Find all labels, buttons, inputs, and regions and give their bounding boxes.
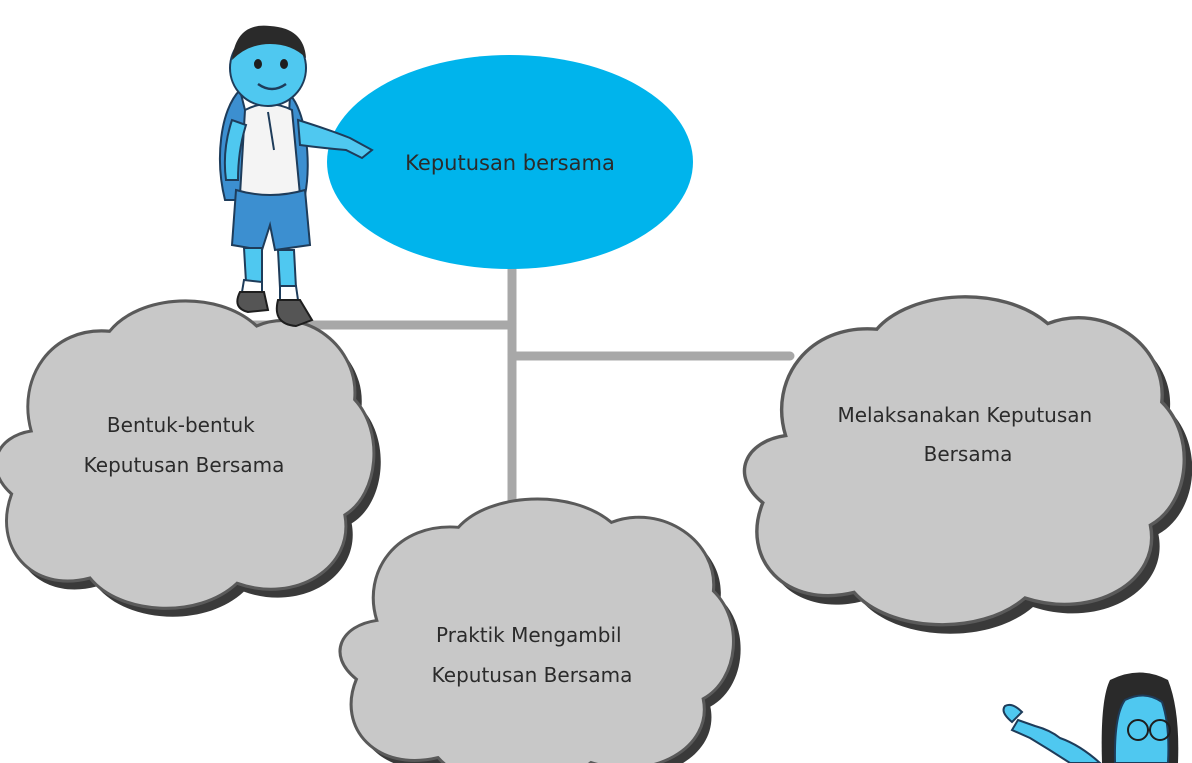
cloud-label-right-line-2: Bersama: [924, 442, 1013, 466]
cloud-label-right: Melaksanakan Keputusan Bersama: [837, 403, 1098, 466]
cloud-label-left: Bentuk-bentuk Keputusan Bersama: [84, 413, 285, 477]
cloud-label-middle-line-2: Keputusan Bersama: [432, 663, 633, 687]
connector-root-to-right: [507, 320, 795, 361]
cloud-label-right-line-1: Melaksanakan Keputusan: [837, 403, 1092, 427]
cloud-label-left-line-1: Bentuk-bentuk: [107, 413, 255, 437]
cloud-label-middle-line-1: Praktik Mengambil: [436, 623, 622, 647]
girl-student-illustration: [1002, 672, 1179, 763]
boy-student-illustration: [219, 25, 374, 328]
cloud-label-middle: Praktik Mengambil Keputusan Bersama: [432, 623, 633, 687]
cloud-label-left-line-2: Keputusan Bersama: [84, 453, 285, 477]
root-node-ellipse: [327, 55, 693, 269]
root-node-label: Keputusan bersama: [405, 151, 615, 175]
